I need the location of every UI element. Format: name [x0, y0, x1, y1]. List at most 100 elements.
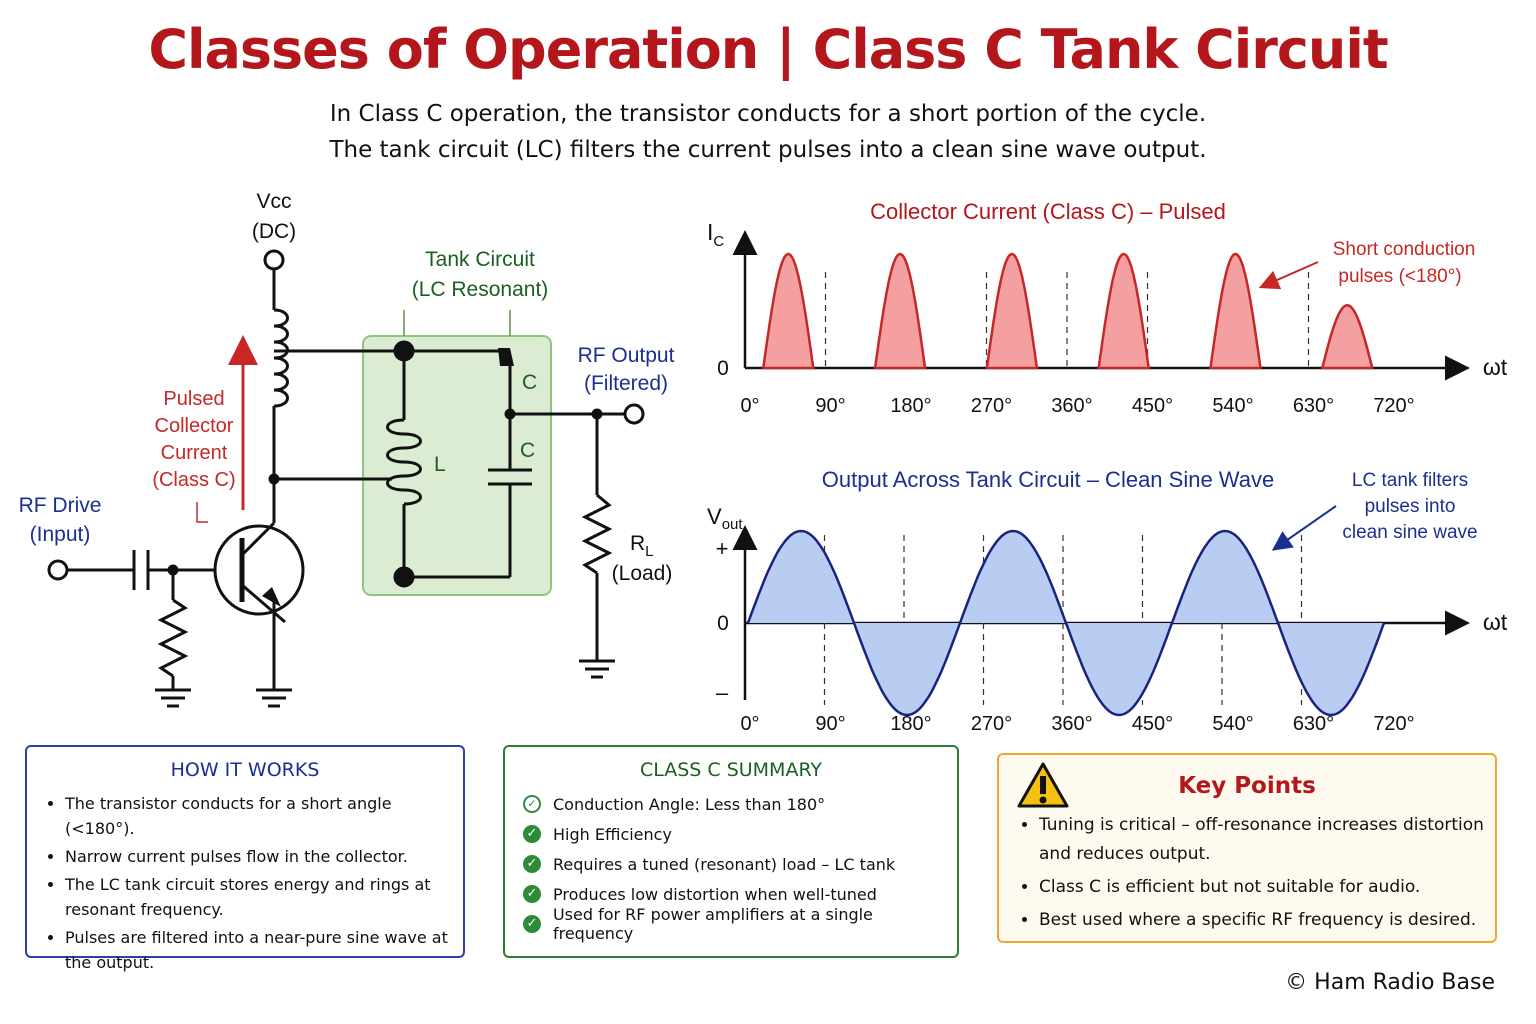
svg-text:RL: RL [630, 532, 654, 560]
chart1-tick-label: 0° [740, 395, 759, 417]
copyright: © Ham Radio Base [1285, 970, 1495, 995]
load-resistor-icon [581, 493, 613, 575]
list-item: Tuning is critical – off-resonance incre… [1039, 811, 1495, 869]
chart2-tick-label: 630° [1293, 713, 1334, 735]
load-label: R [630, 532, 645, 555]
vcc-dc-label: (DC) [252, 220, 296, 243]
check-circle-icon: ✓ [523, 915, 541, 933]
ground-icon-load [579, 659, 615, 679]
summary-title: CLASS C SUMMARY [639, 759, 823, 781]
vcc-label: Vcc [256, 190, 291, 213]
chart1-tick-label: 180° [890, 395, 931, 417]
chart2-y-plus: + [716, 536, 729, 561]
chart2-ylabel: V [707, 504, 722, 529]
key-points-list: Tuning is critical – off-resonance incre… [999, 811, 1495, 935]
summary-text: Conduction Angle: Less than 180° [553, 794, 826, 814]
chart2-y-minus: – [716, 680, 729, 705]
chart1-tick-label: 630° [1293, 395, 1334, 417]
chart2-tick-label: 270° [971, 713, 1012, 735]
check-circle-icon: ✓ [523, 825, 541, 843]
chart2-xlabel: ωt [1483, 609, 1508, 635]
chart1-title: Collector Current (Class C) – Pulsed [870, 199, 1226, 224]
svg-text:Vout: Vout [707, 504, 743, 533]
rf-output-terminal [623, 403, 645, 425]
chart1-tick-label: 360° [1051, 395, 1092, 417]
chart1-ylabel: I [707, 219, 713, 245]
subtitle-line-2: The tank circuit (LC) filters the curren… [329, 137, 1207, 163]
rf-output-label: RF Output [578, 344, 675, 367]
list-item: Pulses are filtered into a near-pure sin… [65, 925, 463, 975]
current-pulse [1097, 252, 1151, 370]
chart1-annotation-2: pulses (<180°) [1338, 266, 1461, 287]
chart2-tick-label: 450° [1132, 713, 1173, 735]
chart2-tick-label: 0° [740, 713, 759, 735]
load-line2-label: (Load) [612, 562, 673, 585]
current-pulse [1209, 252, 1262, 370]
vcc-terminal [263, 249, 285, 271]
list-item: Narrow current pulses flow in the collec… [65, 844, 463, 869]
key-points-title: Key Points [1178, 773, 1316, 799]
chart1-annotation-arrow [1258, 261, 1319, 290]
chart2-annotation-arrow [1271, 505, 1337, 551]
list-item: Class C is efficient but not suitable fo… [1039, 873, 1495, 902]
load-sub-label: L [645, 543, 653, 560]
chart2-tick-label: 540° [1212, 713, 1253, 735]
current-pulse [873, 252, 927, 370]
tank-label: Tank Circuit [425, 248, 535, 271]
chart2-ylabel-sub: out [722, 516, 744, 533]
summary-row: ✓ High Efficiency [523, 819, 957, 849]
transistor-icon [213, 524, 305, 616]
summary-row: ✓ Requires a tuned (resonant) load – LC t… [523, 849, 957, 879]
rf-output-sub-label: (Filtered) [584, 372, 668, 395]
collector-current-chart: Collector Current (Class C) – Pulsed IC … [707, 199, 1508, 417]
current-pulse [1320, 304, 1374, 370]
bias-resistor-icon [157, 598, 189, 678]
pulsed-label-4: (Class C) [152, 469, 235, 491]
summary-text: Requires a tuned (resonant) load – LC ta… [553, 854, 896, 874]
cap-label-top: C [522, 371, 537, 394]
list-item: The transistor conducts for a short angl… [65, 791, 463, 841]
summary-text: High Efficiency [553, 824, 672, 844]
chart1-y-zero: 0 [717, 357, 729, 380]
rf-drive-terminal [47, 559, 69, 581]
chart2-title: Output Across Tank Circuit – Clean Sine … [822, 467, 1274, 492]
warning-icon [1017, 762, 1069, 808]
summary-text: Used for RF power amplifiers at a single… [552, 905, 873, 943]
chart1-tick-label: 450° [1132, 395, 1173, 417]
tank-inductor-icon [386, 418, 422, 506]
chart1-tick-label: 90° [815, 395, 845, 417]
chart2-tick-label: 90° [815, 713, 845, 735]
how-it-works-panel: HOW IT WORKS The transistor conducts for… [25, 745, 465, 972]
chart1-tick-label: 270° [971, 395, 1012, 417]
check-circle-icon: ✓ [523, 855, 541, 873]
rf-drive-label: RF Drive [19, 494, 102, 517]
circuit-schematic [47, 249, 645, 708]
chart1-tick-label: 540° [1212, 395, 1253, 417]
svg-text:IC: IC [707, 219, 724, 250]
tank-circuit-box [362, 335, 552, 596]
chart2-annotation-1: LC tank filters [1352, 470, 1468, 491]
check-circle-icon: ✓ [523, 795, 541, 813]
diagram-canvas: Vcc (DC) Tank Circuit (LC Resonant) RF O… [19, 190, 1508, 735]
summary-row: ✓ Used for RF power amplifiers at a singl… [523, 905, 957, 943]
chart1-ylabel-sub: C [713, 233, 724, 250]
chart2-y-zero: 0 [717, 612, 729, 635]
list-item: Best used where a specific RF frequency … [1039, 906, 1495, 935]
class-c-summary-panel: CLASS C SUMMARY ✓ Conduction Angle: Less … [503, 745, 959, 958]
pulsed-label-3: Current [161, 442, 228, 464]
inductor-label: L [434, 453, 446, 476]
how-it-works-title: HOW IT WORKS [170, 759, 320, 781]
chart1-tick-label: 720° [1373, 395, 1414, 417]
chart2-tick-label: 180° [890, 713, 931, 735]
key-points-panel: Key Points Tuning is critical – off-reso… [997, 753, 1497, 943]
current-pulse [761, 252, 815, 370]
list-item: The LC tank circuit stores energy and ri… [65, 872, 463, 922]
chart1-xlabel: ωt [1483, 354, 1508, 380]
subtitle: In Class C operation, the transistor con… [0, 96, 1536, 168]
summary-row: ✓ Conduction Angle: Less than 180° [523, 789, 957, 819]
output-sine-chart: Output Across Tank Circuit – Clean Sine … [707, 467, 1508, 735]
page-title: Classes of Operation | Class C Tank Circ… [148, 18, 1388, 81]
chart2-annotation-3: clean sine wave [1342, 522, 1477, 543]
summary-row: ✓Produces low distortion when well-tuned [523, 879, 957, 909]
ground-icon-bias [155, 688, 191, 708]
